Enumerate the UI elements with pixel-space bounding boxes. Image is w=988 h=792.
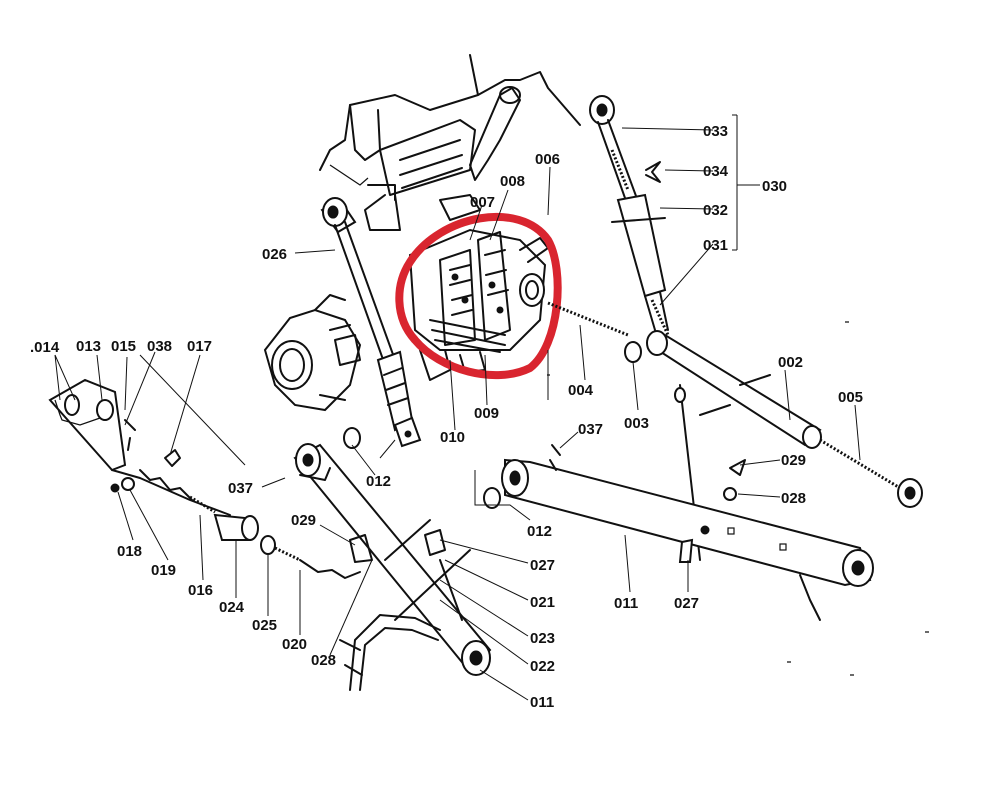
lower-link-left	[293, 427, 492, 691]
label-023: 023	[530, 630, 555, 647]
label-029-left: 029	[291, 512, 316, 529]
label-019: 019	[151, 562, 176, 579]
label-020: 020	[282, 636, 307, 653]
label-024: 024	[219, 599, 245, 616]
label-037-right: 037	[578, 421, 603, 438]
label-018: 018	[117, 543, 142, 560]
control-valve-assembly	[408, 228, 549, 381]
label-022: 022	[530, 658, 555, 675]
label-016: 016	[188, 582, 213, 599]
label-030: 030	[762, 178, 787, 195]
label-012-right: 012	[527, 523, 552, 540]
cross-shaft	[547, 301, 923, 561]
label-032: 032	[703, 202, 728, 219]
label-025: 025	[252, 617, 277, 634]
leader-lines	[54, 114, 861, 701]
label-006: 006	[535, 151, 560, 168]
label-012-left: 012	[366, 473, 391, 490]
label-026: 026	[262, 246, 287, 263]
lower-link-right	[483, 444, 874, 621]
drawbar-bracket	[263, 294, 362, 412]
label-015: 015	[111, 338, 136, 355]
label-009: 009	[474, 405, 499, 422]
label-005: 005	[838, 389, 863, 406]
label-021: 021	[530, 594, 555, 611]
label-004: 004	[568, 382, 594, 399]
label-034: 034	[703, 163, 729, 180]
label-011-left: 011	[530, 694, 554, 711]
label-008: 008	[500, 173, 525, 190]
label-007: 007	[470, 194, 495, 211]
label-038: 038	[147, 338, 172, 355]
part-labels: 033 034 030 032 031 002 005 003 004 006 …	[30, 123, 863, 711]
label-037-left: 037	[228, 480, 253, 497]
label-029-right: 029	[781, 452, 806, 469]
label-002: 002	[778, 354, 803, 371]
top-link-assembly	[589, 95, 670, 336]
label-011-right: 011	[614, 595, 638, 612]
label-010: 010	[440, 429, 465, 446]
label-031: 031	[703, 237, 728, 254]
check-chain-assembly	[48, 378, 361, 579]
label-027-mid: 027	[530, 557, 555, 574]
highlight-circle	[395, 213, 562, 380]
label-027-bottom: 027	[674, 595, 699, 612]
tractor-rear-housing	[319, 54, 581, 231]
label-014: .014	[30, 339, 60, 356]
label-013: 013	[76, 338, 101, 355]
label-003: 003	[624, 415, 649, 432]
label-028-left: 028	[311, 652, 336, 669]
lift-rod-left	[320, 197, 422, 448]
label-028-right: 028	[781, 490, 806, 507]
label-033: 033	[703, 123, 728, 140]
scatter-marks	[547, 321, 929, 676]
label-017: 017	[187, 338, 212, 355]
